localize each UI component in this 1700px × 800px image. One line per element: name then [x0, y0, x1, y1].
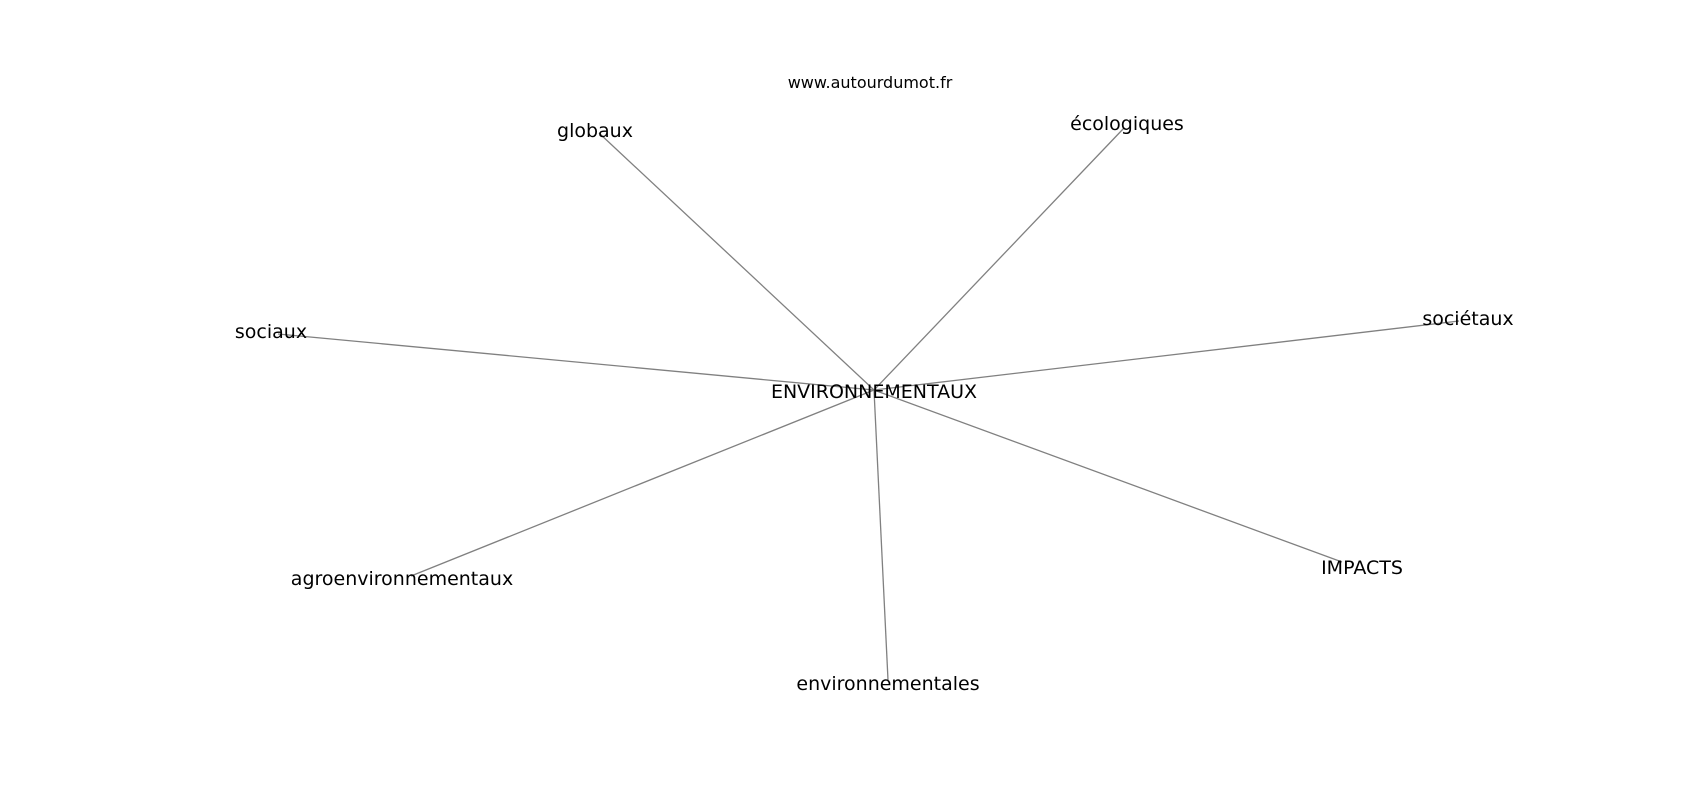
node-label-sociaux: sociaux	[235, 321, 307, 343]
edge-globaux	[598, 132, 875, 391]
labels-group: ENVIRONNEMENTAUX globaux écologiques socia…	[235, 113, 1514, 695]
edge-ecologiques	[873, 127, 1125, 391]
node-label-environnementales: environnementales	[796, 673, 979, 695]
node-label-societaux: sociétaux	[1422, 308, 1513, 330]
node-label-globaux: globaux	[557, 120, 633, 142]
node-label-agroenvironnementaux: agroenvironnementaux	[291, 568, 513, 590]
center-node-label: ENVIRONNEMENTAUX	[771, 381, 977, 403]
watermark-text: www.autourdumot.fr	[788, 73, 953, 92]
edge-agroenvironnementaux	[410, 389, 875, 577]
edge-societaux	[873, 320, 1460, 391]
edge-environnementales	[873, 389, 889, 681]
edge-sociaux	[277, 333, 875, 391]
edge-impacts	[873, 389, 1343, 563]
edges-group	[277, 127, 1460, 681]
node-label-ecologiques: écologiques	[1070, 113, 1184, 135]
node-label-impacts: IMPACTS	[1321, 557, 1403, 579]
